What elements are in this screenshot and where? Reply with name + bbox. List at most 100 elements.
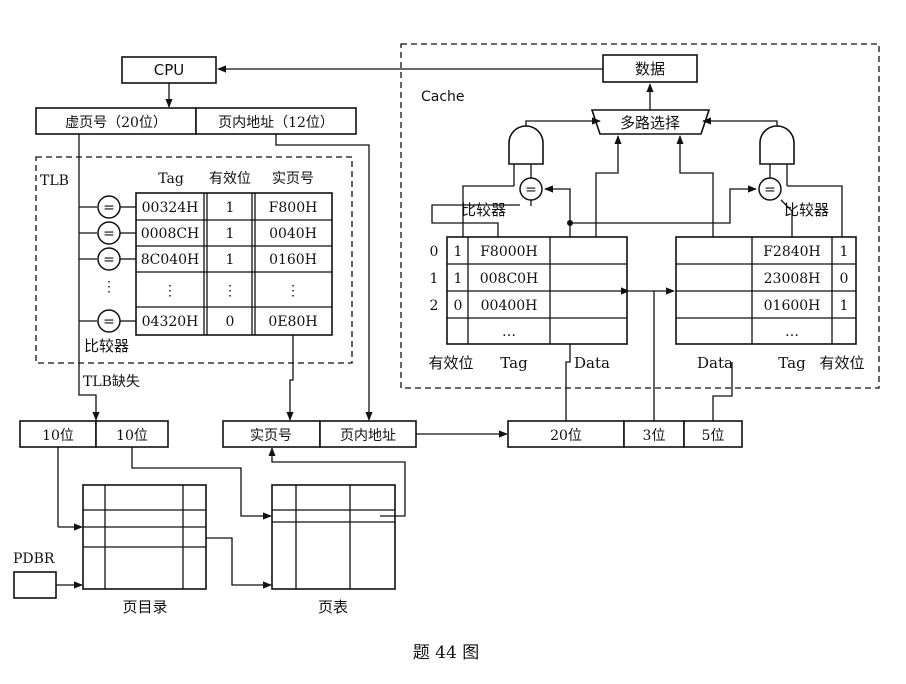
tlb-valid-cell: 1 (226, 226, 235, 242)
virtual-page-number-label: 虚页号（20位） (65, 115, 167, 131)
tlb-tag-cell: ⋮ (163, 283, 177, 299)
figure-caption: 题 44 图 (413, 643, 479, 663)
tlb-miss-label: TLB缺失 (83, 374, 140, 390)
tlb-region (35, 156, 353, 364)
cache-right-header-valid: 有效位 (819, 354, 864, 372)
offset-pass-arrow (275, 134, 373, 421)
cache-region (400, 43, 880, 389)
page-table (271, 484, 396, 590)
tlb-valid-cell: 1 (226, 200, 235, 216)
cache-tag-cell: … (785, 324, 799, 340)
cache-tag-field (507, 420, 625, 448)
tlb-valid-cell: 0 (226, 314, 235, 330)
tlb-comparator-label: 比较器 (84, 337, 129, 355)
cache-offset-field (683, 420, 743, 448)
tlb-comparator: = (97, 247, 121, 271)
cpu-label: CPU (154, 61, 185, 79)
cache-comparator-label-right: 比较器 (784, 201, 829, 219)
tlb-frame-cell: 0160H (269, 252, 317, 268)
cache-tag-cell: 00400H (481, 298, 538, 314)
page-table-label: 页表 (318, 598, 348, 616)
svg-text:=: = (103, 226, 115, 242)
table-to-frame-arrow (268, 447, 406, 517)
tlb-header-valid: 有效位 (209, 171, 251, 187)
page-directory-label: 页目录 (122, 598, 167, 616)
cache-mux (590, 109, 711, 135)
cache-tag-label: 20位 (550, 428, 582, 444)
tlb-header-frame: 实页号 (272, 171, 314, 187)
tlb-header-tag: Tag (158, 171, 184, 187)
tlb-tag-cell: 04320H (142, 314, 199, 330)
tlb-frame-cell: 0040H (269, 226, 317, 242)
svg-text:=: = (103, 252, 115, 268)
cache-mux-label: 多路选择 (620, 114, 680, 132)
cache-tag-cell: … (502, 324, 516, 340)
tlb-row: 04320H 0 0E80H (142, 314, 318, 330)
cache-tag-cell: 01600H (764, 298, 821, 314)
cache-set-index: 0 (430, 244, 439, 260)
cache-valid-cell: 1 (454, 271, 463, 287)
svg-text:=: = (103, 200, 115, 216)
tlb-row: ⋮ ⋮ ⋮ (163, 283, 300, 299)
tlb-tag-cell: 00324H (142, 200, 199, 216)
tlb-row: 8C040H 1 0160H (141, 252, 317, 268)
cache-label: Cache (421, 89, 465, 105)
virtual-page-number-field (35, 107, 197, 135)
cache-tag-cell: F8000H (480, 244, 538, 260)
tlb-comparator: = (97, 309, 121, 333)
cache-valid-cell: 0 (840, 271, 849, 287)
tlb-miss-arrow (78, 322, 100, 421)
svg-text:=: = (525, 182, 537, 198)
cache-valid-cell: 1 (840, 298, 849, 314)
cache-valid-cell: 1 (840, 244, 849, 260)
left-and-gate (508, 125, 544, 165)
cache-valid-cell: 1 (454, 244, 463, 260)
cache-tag-cell: 23008H (764, 271, 821, 287)
tlb-valid-cell: 1 (226, 252, 235, 268)
cache-comparator-left: = (519, 177, 543, 201)
cache-right-header-tag: Tag (778, 354, 806, 372)
cache-right-way (675, 236, 857, 345)
cache-tag-cell: F2840H (763, 244, 821, 260)
cache-left-header-data: Data (574, 354, 610, 372)
cache-left-header-tag: Tag (500, 354, 528, 372)
tlb-ellipsis: ⋮ (102, 279, 116, 295)
cache-left-header-valid: 有效位 (428, 354, 473, 372)
physical-page-number-label: 实页号 (250, 428, 292, 444)
table-index-arrow (131, 447, 272, 520)
cache-valid-cell: 0 (454, 298, 463, 314)
vpn-field-2 (95, 420, 169, 448)
tlb-frame-cell: 0E80H (268, 314, 317, 330)
vpn-field-1-label: 10位 (42, 428, 74, 444)
cache-set-index: 1 (430, 271, 439, 287)
tlb-valid-cell: ⋮ (223, 283, 237, 299)
cache-comparator-right: = (758, 177, 782, 201)
tlb-comparator: = (97, 221, 121, 245)
svg-text:=: = (764, 182, 776, 198)
page-directory (82, 484, 207, 590)
virtual-offset-label: 页内地址（12位） (218, 115, 334, 131)
tlb-label: TLB (40, 173, 69, 189)
tlb-frame-cell: ⋮ (286, 283, 300, 299)
cache-tag-cell: 008C0H (480, 271, 539, 287)
physical-offset-label: 页内地址 (340, 428, 396, 444)
cache-set-index: 2 (430, 298, 439, 314)
tlb-frame-arrow (286, 335, 294, 421)
cache-right-header-data: Data (697, 354, 733, 372)
physical-page-number-field (222, 420, 321, 448)
pdbr-register (13, 571, 57, 599)
svg-text:=: = (103, 314, 115, 330)
tlb-row: 00324H 1 F800H (142, 200, 318, 216)
cache-data-out-label: 数据 (635, 60, 665, 78)
tlb-table (135, 192, 333, 336)
pdbr-label: PDBR (13, 551, 55, 567)
right-and-gate (759, 125, 795, 165)
vpn-field-2-label: 10位 (116, 428, 148, 444)
tlb-tag-cell: 8C040H (141, 252, 200, 268)
tlb-row: 0008CH 1 0040H (141, 226, 317, 242)
tlb-frame-cell: F800H (269, 200, 318, 216)
dir-to-table-arrow (206, 537, 272, 589)
tlb-tag-cell: 0008CH (141, 226, 200, 242)
physical-offset-field (319, 420, 417, 448)
